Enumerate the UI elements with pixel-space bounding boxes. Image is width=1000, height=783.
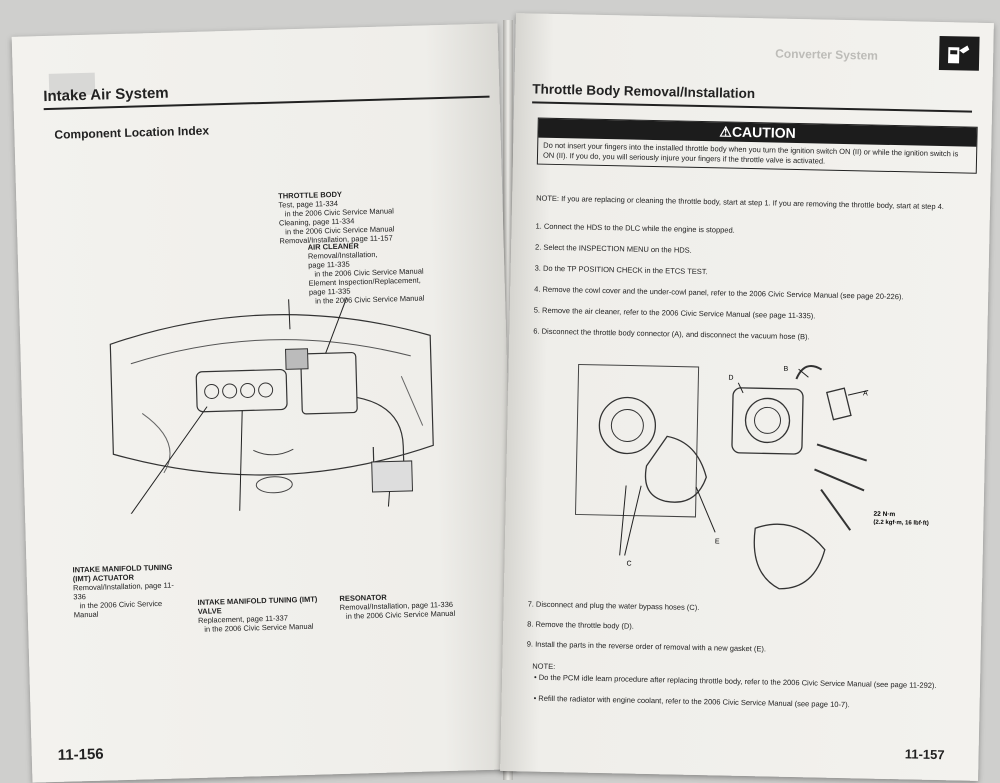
page-title: Throttle Body Removal/Installation [532,81,756,102]
label-e: E [715,538,720,545]
step-7: 7. Disconnect and plug the water bypass … [527,599,700,613]
step-9: 9. Install the parts in the reverse orde… [526,639,767,654]
label-b: B [784,366,789,373]
right-page: Converter System Throttle Body Removal/I… [500,13,994,781]
note-label: NOTE: [532,661,556,672]
step-4: 4. Remove the cowl cover and the under-c… [534,284,904,302]
page-number: 11-157 [904,746,945,763]
step-3: 3. Do the TP POSITION CHECK in the ETCS … [534,263,708,277]
callout-imt-actuator: INTAKE MANIFOLD TUNING (IMT) ACTUATOR Re… [72,562,174,620]
bleed-through-header: Converter System [775,46,879,63]
callout-throttle-body: THROTTLE BODY Test, page 11-334 in the 2… [278,189,395,246]
label-c: C [626,561,631,568]
step-2: 2. Select the INSPECTION MENU on the HDS… [535,242,692,255]
torque-label: 22 N·m [874,511,896,518]
label-a: A [863,390,868,397]
page-title: Intake Air System [43,84,169,106]
step-5: 5. Remove the air cleaner, refer to the … [533,305,816,321]
fuel-pump-icon [938,35,980,71]
note-1: • Do the PCM idle learn procedure after … [533,672,937,691]
callout-imt-valve: INTAKE MANIFOLD TUNING (IMT) VALVE Repla… [197,594,318,634]
left-page: Intake Air System Component Location Ind… [11,23,519,783]
step-1: 1. Connect the HDS to the DLC while the … [535,221,735,235]
torque-sub: (2.2 kgf·m, 16 lbf·ft) [873,520,928,527]
title-rule [532,101,973,113]
page-subtitle: Component Location Index [54,123,210,142]
caution-box: ⚠CAUTION Do not insert your fingers into… [536,117,978,174]
note-intro: NOTE: If you are replacing or cleaning t… [536,193,944,212]
throttle-body-diagram: A B C D E 22 N·m (2.2 kgf·m, 16 lbf·ft) [574,363,929,590]
note-2: • Refill the radiator with engine coolan… [533,693,850,710]
step-8: 8. Remove the throttle body (D). [527,619,634,631]
page-number: 11-156 [57,745,104,764]
engine-bay-illustration [99,295,434,515]
step-6: 6. Disconnect the throttle body connecto… [533,326,810,342]
callout-air-cleaner: AIR CLEANER Removal/Installation, page 1… [307,241,425,306]
callout-resonator: RESONATOR Removal/Installation, page 11-… [339,592,456,621]
label-d: D [728,375,733,382]
